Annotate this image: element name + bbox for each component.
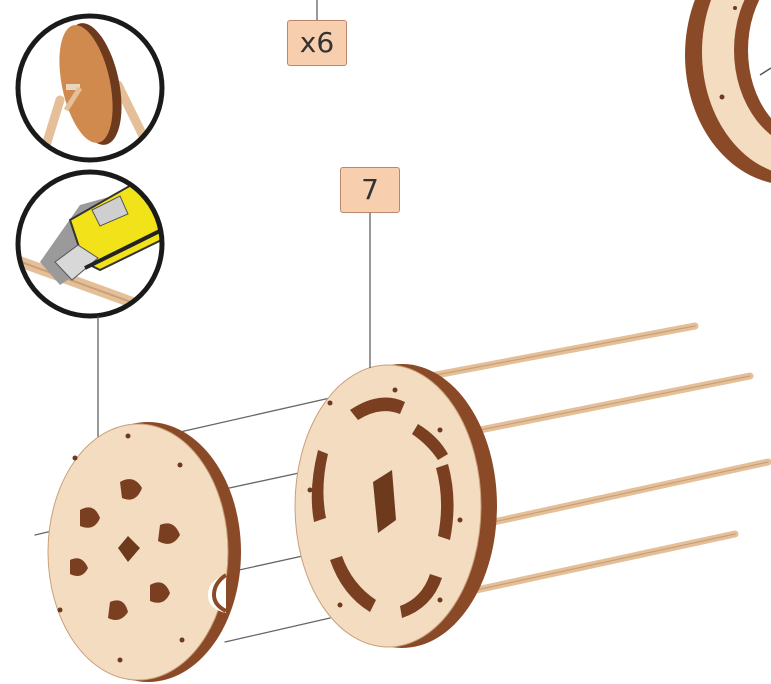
quantity-label: x6 <box>287 20 347 66</box>
utility-knife-cutting-skewer-icon <box>15 169 165 319</box>
disc-on-skewers-detail-icon <box>15 13 165 163</box>
previous-step-disc-fragment <box>685 0 771 183</box>
skewer-group <box>34 322 771 643</box>
step-number-label: 7 <box>340 167 400 213</box>
front-disc-part <box>47 422 241 682</box>
ring-disc-part <box>294 364 497 648</box>
